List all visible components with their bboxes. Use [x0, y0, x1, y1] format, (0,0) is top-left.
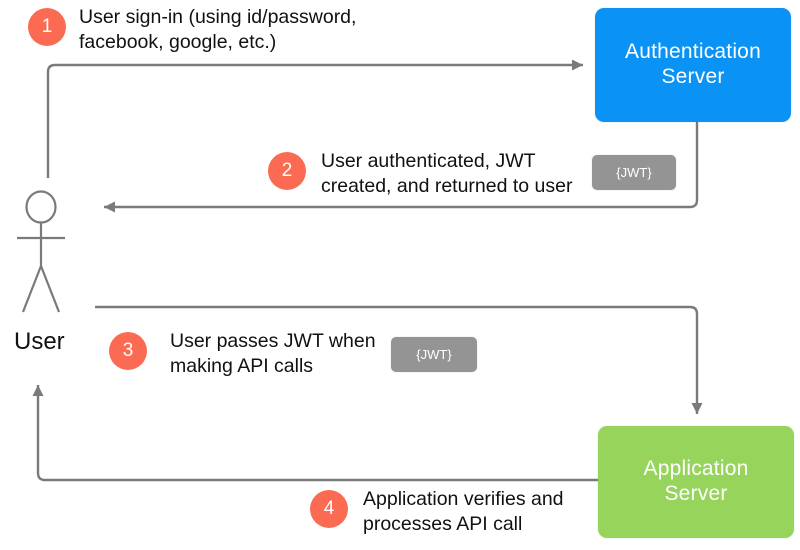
- node-authentication-server-label: Authentication Server: [625, 40, 761, 88]
- step-1-text: User sign-in (using id/password, faceboo…: [79, 6, 357, 53]
- connector-user-to-auth: [46, 59, 583, 178]
- step-3: 3 User passes JWT when making API calls: [109, 330, 376, 379]
- step-2: 2 User authenticated, JWT created, and r…: [268, 150, 573, 199]
- node-authentication-server[interactable]: Authentication Server: [595, 8, 791, 122]
- step-1-number: 1: [28, 8, 66, 46]
- node-application-server-label: Application Server: [643, 457, 749, 505]
- step-1: 1 User sign-in (using id/password, faceb…: [28, 6, 357, 55]
- connector-app-to-user: [32, 385, 598, 482]
- step-4-text: Application verifies and processes API c…: [363, 488, 564, 535]
- step-4: 4 Application verifies and processes API…: [310, 488, 564, 537]
- connector-user-to-app: [95, 305, 703, 414]
- connector-auth-to-user: [104, 122, 699, 213]
- step-4-number: 4: [310, 490, 348, 528]
- jwt-token-badge-step2: {JWT}: [592, 155, 676, 190]
- stick-figure-icon: [17, 190, 65, 313]
- step-3-text: User passes JWT when making API calls: [170, 330, 376, 377]
- node-application-server[interactable]: Application Server: [598, 426, 794, 538]
- step-2-number: 2: [268, 152, 306, 190]
- step-3-number: 3: [109, 332, 147, 370]
- actor-user-label: User: [14, 328, 65, 355]
- jwt-token-badge-step3: {JWT}: [391, 337, 477, 372]
- step-2-text: User authenticated, JWT created, and ret…: [321, 150, 573, 197]
